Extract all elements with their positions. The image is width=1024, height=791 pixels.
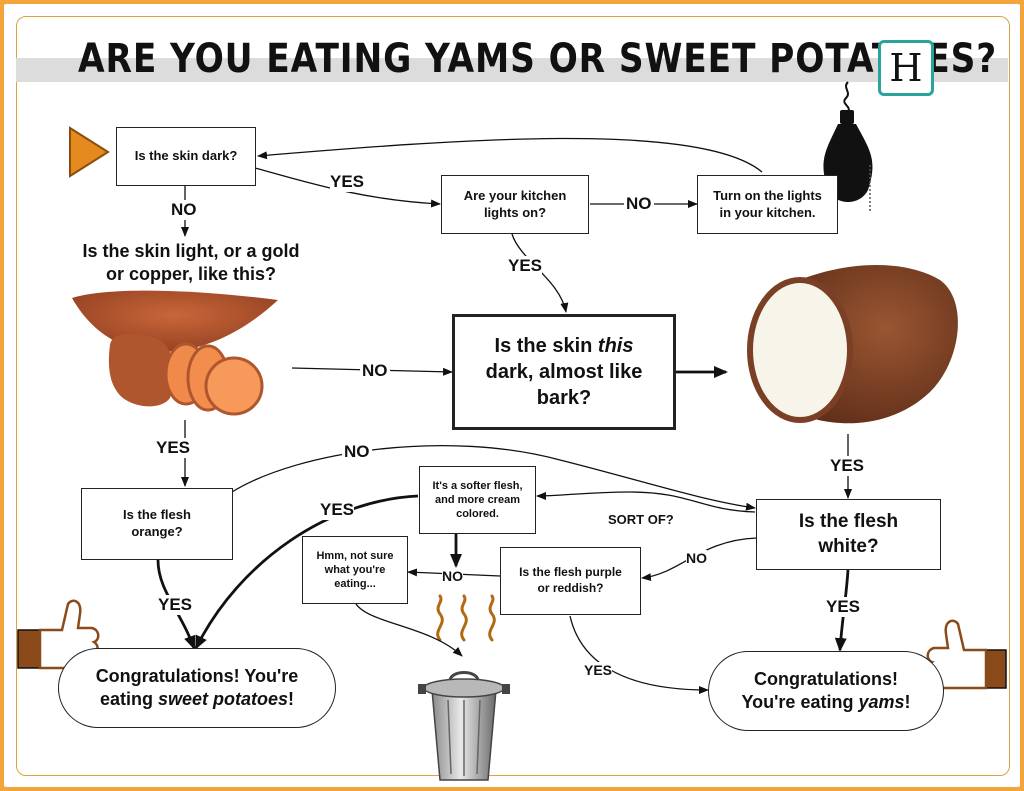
- node-turn-on-lights: Turn on the lights in your kitchen.: [697, 175, 838, 234]
- node-softer-flesh: It's a softer flesh, and more cream colo…: [419, 466, 536, 534]
- title-band: [16, 58, 1008, 82]
- label-yes-white: YES: [826, 597, 861, 617]
- label-no-top: NO: [342, 442, 372, 462]
- publisher-logo: H: [878, 40, 934, 96]
- node-congrats-sweet: Congratulations! You're eating sweet pot…: [58, 648, 336, 728]
- node-skin-this-dark-post: dark, almost like bark?: [485, 361, 643, 409]
- node-skin-dark-text: Is the skin dark?: [134, 148, 238, 164]
- node-congrats-yams-em: yams: [858, 692, 905, 712]
- sweet-potato-icon: [72, 290, 278, 416]
- start-arrow-icon: [69, 126, 110, 178]
- node-flesh-purple-text: Is the flesh purple or reddish?: [519, 565, 622, 595]
- label-no-sweetpotato: NO: [360, 361, 390, 381]
- page-title: ARE YOU EATING YAMS OR SWEET POTATOES?: [78, 36, 998, 82]
- yam-icon: [747, 265, 958, 424]
- label-no-lights: NO: [624, 194, 654, 214]
- node-skin-this-dark-pre: Is the skin: [494, 335, 598, 357]
- node-skin-light: Is the skin light, or a gold or copper, …: [82, 241, 300, 285]
- node-flesh-white-text: Is the flesh white?: [798, 510, 899, 557]
- node-not-sure: Hmm, not sure what you're eating...: [302, 536, 408, 604]
- node-flesh-orange-text: Is the flesh orange?: [123, 507, 191, 539]
- label-no-white: NO: [686, 550, 707, 566]
- node-turn-on-lights-text: Turn on the lights in your kitchen.: [713, 187, 822, 220]
- node-flesh-purple: Is the flesh purple or reddish?: [500, 547, 641, 615]
- node-flesh-orange: Is the flesh orange?: [81, 488, 233, 560]
- node-congrats-yams-post: !: [904, 692, 911, 712]
- node-congrats-yams-pre: Congratulations! You're eating: [741, 668, 898, 712]
- node-skin-this-dark: Is the skin this dark, almost like bark?: [452, 314, 676, 430]
- label-sort-of: SORT OF?: [606, 512, 676, 527]
- label-no-softer: NO: [442, 568, 463, 584]
- label-yes-yam: YES: [830, 456, 865, 476]
- label-yes-kitchen: YES: [330, 172, 365, 192]
- node-congrats-yams: Congratulations! You're eating yams!: [708, 651, 944, 731]
- label-yes-softer: YES: [320, 500, 355, 520]
- node-kitchen-lights-text: Are your kitchen lights on?: [463, 187, 567, 220]
- node-not-sure-text: Hmm, not sure what you're eating...: [316, 549, 394, 591]
- label-yes-lights: YES: [508, 256, 543, 276]
- node-skin-dark: Is the skin dark?: [116, 127, 256, 186]
- label-no-skin: NO: [171, 200, 197, 220]
- node-congrats-sweet-pre: Congratulations! You're eating: [95, 665, 299, 709]
- node-congrats-sweet-em: sweet potatoes: [157, 689, 289, 709]
- label-yes-purple: YES: [584, 662, 613, 678]
- node-softer-flesh-text: It's a softer flesh, and more cream colo…: [432, 479, 523, 521]
- trash-can-icon: [418, 671, 510, 781]
- label-yes-orange: YES: [158, 595, 193, 615]
- label-yes-sweetpotato: YES: [156, 438, 191, 458]
- node-kitchen-lights: Are your kitchen lights on?: [441, 175, 589, 234]
- node-congrats-sweet-post: !: [288, 689, 295, 709]
- node-skin-this-dark-em: this: [597, 335, 634, 357]
- node-flesh-white: Is the flesh white?: [756, 499, 941, 570]
- fumes-icon: [436, 594, 496, 642]
